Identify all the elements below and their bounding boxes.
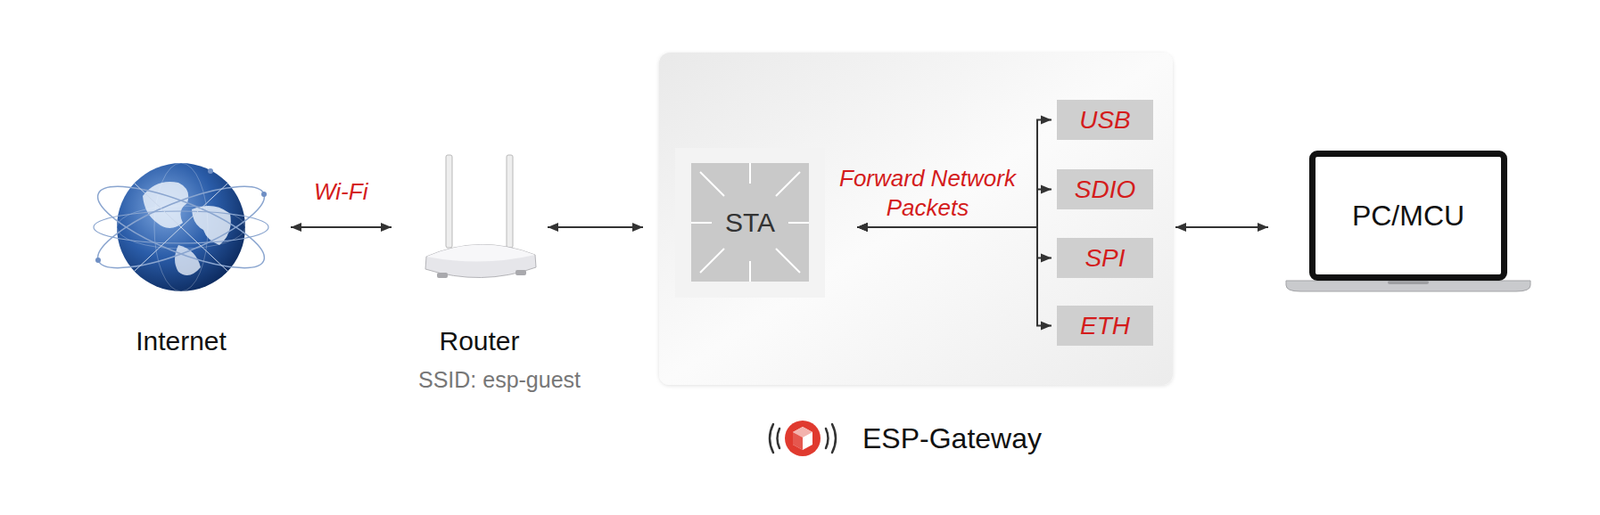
arrow-head — [1040, 185, 1052, 195]
logo-wave — [832, 424, 836, 454]
connector — [857, 222, 1052, 331]
arrow-head — [1040, 321, 1052, 331]
orbit-dot — [95, 257, 101, 264]
laptop-base — [1286, 280, 1531, 292]
arrow-head — [1040, 115, 1052, 125]
arrow-head — [857, 222, 868, 232]
arrow-head — [857, 222, 868, 232]
logo-wave — [777, 428, 781, 449]
node-label: USB — [1079, 106, 1131, 135]
interface-box: USB — [1056, 99, 1154, 141]
globe-continent — [142, 181, 189, 229]
node-sublabel: SSID: esp-guest — [418, 366, 541, 394]
globe-orbit — [89, 171, 273, 285]
panel-heading: ESP-Gateway — [862, 421, 1042, 456]
connector — [547, 222, 644, 232]
arrow-head — [547, 222, 559, 232]
connector-line — [290, 226, 392, 229]
edge-label: Forward Network Packets — [827, 164, 1028, 223]
interface-box: SDIO — [1056, 169, 1154, 210]
chip-mark — [691, 222, 712, 224]
arrow-head — [857, 222, 868, 232]
connector — [1175, 222, 1269, 232]
globe-icon — [89, 163, 273, 292]
chip-mark — [775, 248, 800, 273]
globe-ray — [133, 182, 229, 273]
globe-ray — [133, 182, 229, 273]
logo-cube — [792, 427, 813, 451]
node-label: SDIO — [1074, 175, 1136, 205]
chip-mark — [749, 261, 751, 282]
connector-line — [1175, 226, 1269, 229]
interface-box: ETH — [1056, 305, 1154, 347]
orbit-dot — [207, 168, 214, 174]
chip-mark — [788, 222, 809, 224]
chip-mark — [700, 248, 725, 273]
connector — [857, 222, 1052, 264]
globe-sphere — [116, 163, 246, 292]
router-top — [426, 244, 536, 262]
node-label: ETH — [1080, 312, 1130, 341]
arrow-head — [290, 222, 302, 232]
node-label: Internet — [91, 325, 271, 358]
chip-mark — [775, 172, 800, 197]
arrow-head — [632, 222, 644, 232]
connector — [290, 222, 392, 232]
arrow-head — [1040, 254, 1052, 264]
globe-continent — [174, 245, 201, 276]
router-node: RouterSSID: esp-guest — [418, 153, 541, 394]
logo-ring — [784, 420, 821, 457]
logo-wave — [825, 428, 829, 449]
router-icon — [425, 155, 537, 279]
logo-cube-front — [792, 432, 803, 451]
connector-line — [857, 227, 1052, 327]
connector-line — [857, 227, 1052, 259]
arrow-head — [1257, 222, 1269, 232]
orbit-dot — [261, 191, 267, 198]
arrow-head — [380, 222, 392, 232]
chip-mark — [700, 172, 725, 197]
chip-mark — [749, 163, 751, 184]
router-foot — [437, 272, 448, 279]
node-label: STA — [725, 207, 776, 239]
gateway-panel-ground — [659, 52, 1173, 386]
connector-line — [547, 226, 644, 229]
globe-orbit — [89, 171, 273, 285]
esp-logo — [769, 420, 836, 457]
router-antenna — [445, 155, 453, 248]
laptop-notch — [1387, 280, 1429, 285]
chip-die — [691, 163, 809, 282]
arrow-head — [1175, 222, 1187, 232]
node-label: SPI — [1084, 244, 1125, 273]
laptop-deck — [1286, 280, 1531, 292]
pc-screen: PC/MCU — [1309, 150, 1508, 281]
router-body — [425, 244, 537, 278]
sta-chip: STA — [675, 148, 825, 298]
interface-box: SPI — [1056, 238, 1154, 279]
router-foot — [515, 270, 527, 276]
arrow-head — [857, 222, 868, 232]
edge-label: Wi-Fi — [313, 177, 368, 207]
node-label: Router — [418, 325, 541, 358]
internet-node: Internet — [91, 153, 271, 358]
router-antenna — [506, 155, 513, 248]
logo-wave — [769, 424, 774, 454]
node-label: PC/MCU — [1352, 199, 1465, 233]
